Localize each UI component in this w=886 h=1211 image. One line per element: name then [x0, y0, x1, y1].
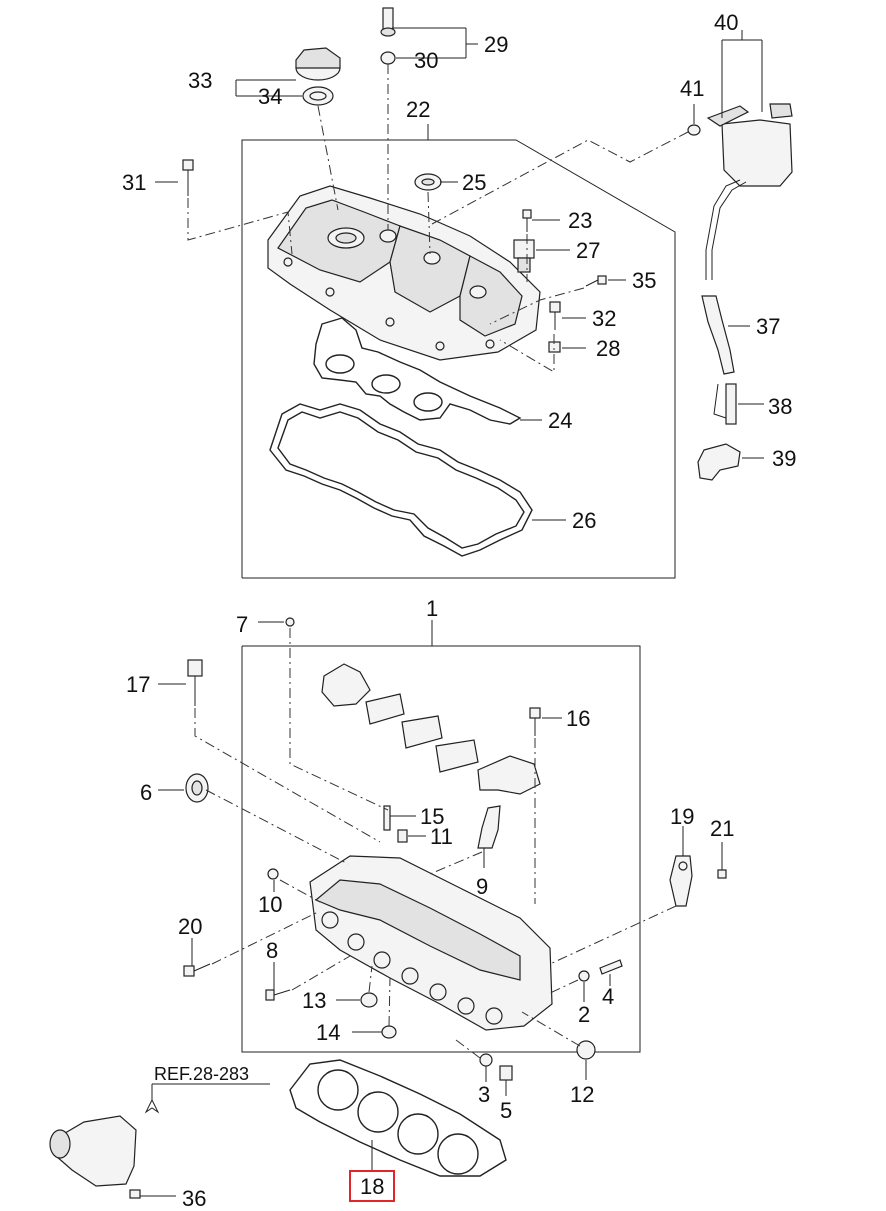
bolt-35[interactable]: [585, 275, 607, 287]
o-ring-3[interactable]: [479, 1053, 493, 1067]
bolt-32[interactable]: [549, 301, 561, 330]
label-6: 6: [140, 780, 152, 805]
label-35: 35: [632, 268, 656, 293]
label-33: 33: [188, 68, 212, 93]
thermostat-housing-36[interactable]: [49, 1115, 141, 1199]
label-31: 31: [122, 170, 146, 195]
bolt-21[interactable]: [717, 869, 727, 879]
label-4: 4: [602, 984, 614, 1009]
upper-leader-lines: [155, 27, 764, 521]
label-22: 22: [406, 97, 430, 122]
bolt-20[interactable]: [183, 963, 211, 977]
label-24: 24: [548, 408, 572, 433]
bolt-31[interactable]: [182, 159, 194, 196]
label-27: 27: [576, 238, 600, 263]
plug-5[interactable]: [499, 1065, 513, 1081]
label-9: 9: [476, 874, 488, 899]
plug-10[interactable]: [267, 868, 279, 880]
stud-15[interactable]: [383, 805, 391, 831]
label-21: 21: [710, 816, 734, 841]
label-5: 5: [500, 1098, 512, 1123]
label-13: 13: [302, 988, 326, 1013]
stud-4[interactable]: [599, 959, 623, 975]
label-10: 10: [258, 892, 282, 917]
pcv-hose-37[interactable]: [701, 295, 735, 375]
pcv-separator-40[interactable]: [705, 103, 793, 280]
cylinder-head-group-frame: [241, 620, 641, 1053]
label-19: 19: [670, 804, 694, 829]
label-30: 30: [414, 48, 438, 73]
seal-6[interactable]: [185, 773, 209, 803]
label-1: 1: [426, 596, 438, 621]
sensor-29[interactable]: [380, 7, 396, 37]
label-7: 7: [236, 612, 248, 637]
rocker-cover[interactable]: [267, 185, 541, 361]
o-ring-41[interactable]: [687, 124, 701, 136]
label-25: 25: [462, 170, 486, 195]
label-23: 23: [568, 208, 592, 233]
rocker-cover-group-frame: [241, 124, 676, 579]
pcv-valve-38[interactable]: [713, 383, 737, 425]
label-37: 37: [756, 314, 780, 339]
cylinder-head-gasket-18[interactable]: [289, 1059, 507, 1177]
label-26: 26: [572, 508, 596, 533]
label-20: 20: [178, 914, 202, 939]
hose-39[interactable]: [697, 443, 741, 481]
bolt-8[interactable]: [265, 989, 291, 1001]
oil-filler-cap-33[interactable]: [295, 47, 341, 81]
seal-14[interactable]: [381, 1025, 397, 1039]
lower-dashed-lines: [194, 628, 677, 1059]
seal-13[interactable]: [360, 992, 378, 1008]
label-28: 28: [596, 336, 620, 361]
filler-cap-seal-34[interactable]: [302, 86, 334, 106]
part-labels: 29 30 33 34 22 31 25 23 27 35 32 28 24 2…: [122, 10, 796, 1211]
plug-7[interactable]: [285, 617, 295, 627]
label-29: 29: [484, 32, 508, 57]
upper-dashed-lines: [187, 64, 689, 373]
label-12: 12: [570, 1082, 594, 1107]
label-17: 17: [126, 672, 150, 697]
label-8: 8: [266, 938, 278, 963]
bolt-16[interactable]: [529, 707, 541, 736]
label-38: 38: [768, 394, 792, 419]
water-outlet-9[interactable]: [477, 805, 501, 849]
label-39: 39: [772, 446, 796, 471]
plug-11[interactable]: [397, 829, 408, 843]
seal-12[interactable]: [576, 1040, 596, 1060]
cylinder-head[interactable]: [309, 855, 553, 1031]
o-ring-2[interactable]: [578, 970, 590, 982]
bolt-17[interactable]: [187, 659, 203, 706]
highlight-box-18: [349, 1170, 395, 1202]
rocker-cover-gasket-26[interactable]: [269, 403, 533, 557]
bolt-23[interactable]: [522, 209, 532, 232]
o-ring-30[interactable]: [380, 51, 396, 65]
label-40: 40: [714, 10, 738, 35]
label-2: 2: [578, 1002, 590, 1027]
seal-25[interactable]: [414, 173, 442, 191]
label-34: 34: [258, 84, 282, 109]
label-3: 3: [478, 1082, 490, 1107]
spark-plug-gasket-24[interactable]: [313, 317, 522, 425]
label-18: 18: [360, 1174, 384, 1199]
label-11: 11: [430, 824, 453, 849]
bracket-19[interactable]: [669, 855, 693, 907]
label-14: 14: [316, 1020, 340, 1045]
camshaft-caps[interactable]: [321, 663, 541, 795]
label-32: 32: [592, 306, 616, 331]
label-36: 36: [182, 1186, 206, 1211]
lower-leader-lines: [140, 621, 723, 1197]
label-16: 16: [566, 706, 590, 731]
ref-note: REF.28-283: [154, 1064, 249, 1084]
label-41: 41: [680, 76, 704, 101]
label-15: 15: [420, 804, 444, 829]
sensor-27[interactable]: [513, 239, 535, 273]
